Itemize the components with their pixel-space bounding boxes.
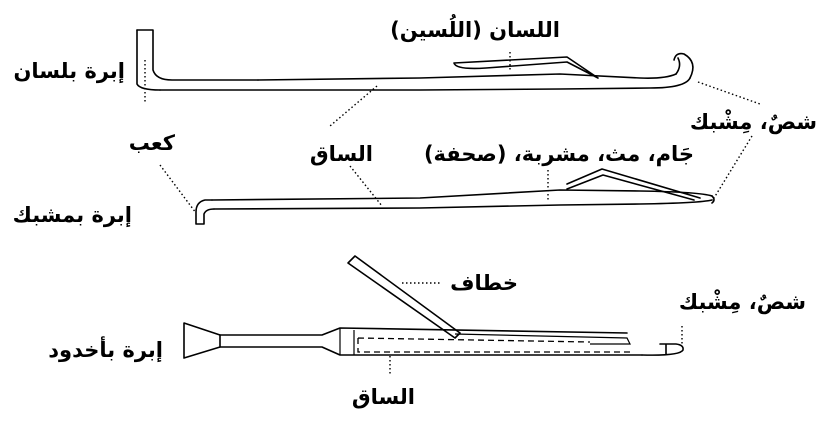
label-latch: خطاف bbox=[450, 271, 518, 295]
tongue-needle-shank-bottom bbox=[159, 77, 691, 91]
compound-needle-stem bbox=[219, 327, 643, 356]
compound-needle-latch bbox=[347, 255, 461, 339]
compound-needle-groove bbox=[357, 337, 630, 353]
tongue-needle-tongue bbox=[453, 56, 599, 79]
label-groove: جَام، مث، مشربة، (صحفة) bbox=[424, 142, 694, 166]
label-hook-latch: شصٌ، مِشْبك bbox=[690, 109, 817, 134]
leader-heel bbox=[159, 164, 197, 214]
label-tongue-needle: إبرة بلسان bbox=[14, 59, 126, 83]
label-heel: كعب bbox=[129, 131, 176, 155]
tongue-needle-butt bbox=[136, 29, 259, 81]
label-shank-2: الساق bbox=[352, 385, 415, 409]
tongue-needle-shank bbox=[257, 73, 677, 81]
leader-hook-1 bbox=[697, 81, 761, 105]
label-tongue: اللسان (اللُسين) bbox=[390, 12, 560, 42]
compound-needle-butt bbox=[183, 322, 221, 359]
tongue-needle-butt-back bbox=[136, 29, 161, 91]
compound-needle-latch-blade bbox=[454, 333, 631, 345]
bearded-needle-shank bbox=[211, 189, 713, 201]
leader-shank-top bbox=[329, 85, 378, 127]
label-shank: الساق bbox=[310, 142, 373, 166]
bearded-needle-heel bbox=[195, 199, 215, 225]
leader-hook-2 bbox=[713, 135, 753, 199]
tongue-needle-drawing bbox=[136, 29, 694, 91]
tongue-needle-hook bbox=[673, 52, 694, 79]
label-bearded-needle: إبرة بمشبك bbox=[13, 203, 132, 227]
bearded-needle-beard bbox=[566, 168, 715, 204]
bearded-needle-drawing bbox=[195, 168, 715, 225]
leader-lines bbox=[144, 52, 761, 376]
bearded-needle-shank-bottom bbox=[213, 199, 713, 210]
label-compound-needle: إبرة بأخدود bbox=[48, 335, 163, 362]
labels: إبرة بلسان اللسان (اللُسين) شصٌ، مِشْبك … bbox=[13, 12, 817, 409]
leader-shank-bottom bbox=[349, 165, 383, 207]
compound-needle-collar bbox=[339, 328, 355, 355]
label-hook-latch-2: شصٌ، مِشْبك bbox=[679, 289, 806, 314]
compound-needle-drawing bbox=[183, 255, 684, 359]
compound-needle-hook bbox=[641, 343, 684, 356]
